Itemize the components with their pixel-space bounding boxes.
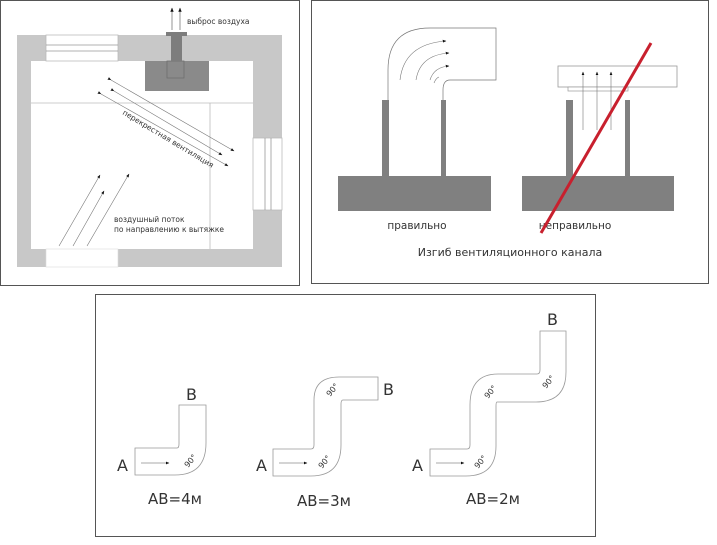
duct-bend-panel: правильно неправильно Изгиб вентиляционн… bbox=[311, 0, 709, 284]
room-plan-panel: выброс воздуха перекрестная вентиляция в… bbox=[0, 0, 300, 286]
bent-duct bbox=[387, 27, 497, 100]
correct-label: правильно bbox=[387, 220, 446, 232]
airflow-label-line1: воздушный поток bbox=[114, 215, 185, 224]
top-window bbox=[45, 34, 119, 62]
duct-length-panel: A B 90° AB=4м A B 90° 90° AB=3м A B 90° … bbox=[95, 294, 596, 537]
length-label: AB=2м bbox=[466, 490, 520, 508]
duct-wall-right bbox=[441, 100, 446, 176]
airflow-label-line2: по направлению к вытяжке bbox=[114, 225, 224, 234]
duct-wall-left bbox=[566, 100, 573, 176]
flat-duct bbox=[557, 65, 678, 88]
right-window bbox=[252, 137, 283, 211]
exhaust-label: выброс воздуха bbox=[187, 17, 249, 26]
point-b-label: B bbox=[383, 380, 394, 399]
point-a-label: A bbox=[117, 456, 128, 475]
cross-out-line bbox=[539, 42, 653, 234]
point-b-label: B bbox=[547, 310, 558, 329]
cabinet-base bbox=[522, 176, 674, 211]
length-label: AB=3м bbox=[297, 492, 351, 510]
cabinet-base bbox=[338, 176, 491, 211]
incorrect-label: неправильно bbox=[539, 220, 612, 232]
cross-vent-arrows bbox=[97, 77, 235, 167]
bottom-door bbox=[45, 248, 119, 268]
length-label: AB=4м bbox=[148, 490, 202, 508]
correct-bend-diagram: правильно bbox=[338, 27, 497, 232]
point-a-label: A bbox=[256, 456, 267, 475]
bend-caption: Изгиб вентиляционного канала bbox=[418, 246, 603, 259]
bend-panel-frame bbox=[311, 0, 709, 284]
incorrect-bend-diagram: неправильно bbox=[522, 42, 678, 234]
point-b-label: B bbox=[186, 385, 197, 404]
airflow-arrows bbox=[58, 173, 130, 247]
point-a-label: A bbox=[412, 456, 423, 475]
duct-wall-left bbox=[382, 100, 389, 176]
duct-wall-right bbox=[625, 100, 630, 176]
